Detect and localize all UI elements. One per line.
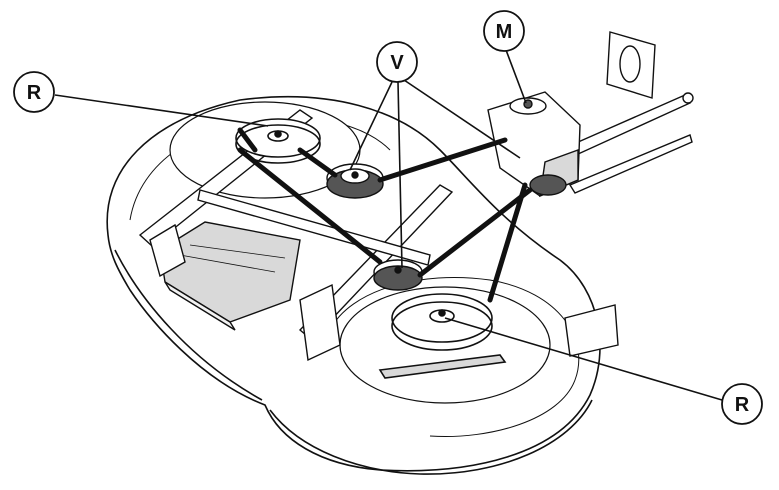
bracket-right-plate xyxy=(564,304,619,357)
discharge-chute xyxy=(159,221,301,331)
leader-M xyxy=(505,49,527,104)
callout-V-label: V xyxy=(390,52,404,74)
callout-M-label: M xyxy=(496,21,513,43)
gearbox-drive-pulley xyxy=(529,174,567,196)
leader-R-right xyxy=(444,317,723,401)
callout-V: V xyxy=(376,41,418,83)
spindle-pulleys xyxy=(235,118,507,379)
callout-R-left-label: R xyxy=(27,82,42,104)
callouts: R V M R xyxy=(13,10,763,425)
belt-segment-5 xyxy=(417,187,533,278)
belt-segment-6 xyxy=(237,127,258,153)
belt-segment-3 xyxy=(237,147,383,265)
callout-R-left: R xyxy=(13,71,55,113)
callout-R-right-label: R xyxy=(735,394,750,416)
deck-frame-rails xyxy=(138,31,656,362)
idler-pulleys xyxy=(326,163,423,291)
spindle-pulley-left xyxy=(235,118,321,164)
leader-V-1 xyxy=(349,81,393,171)
bracket-center xyxy=(299,283,341,362)
spindle-pulley-right xyxy=(391,293,493,351)
drive-belts xyxy=(237,127,533,303)
rail-rear xyxy=(197,189,431,266)
belt-segment-1 xyxy=(297,147,338,178)
callout-R-right: R xyxy=(721,383,763,425)
belt-segment-4 xyxy=(487,182,528,303)
blade-right xyxy=(378,354,507,379)
bracket-left xyxy=(149,223,186,278)
callout-leaders xyxy=(54,49,723,401)
chute-front xyxy=(164,281,236,331)
leader-V-2 xyxy=(397,81,403,269)
motor-gearbox xyxy=(487,91,581,198)
leader-V-3 xyxy=(403,79,521,159)
deck-skirt xyxy=(114,249,593,475)
leader-R-left xyxy=(54,94,269,127)
callout-M: M xyxy=(483,10,525,52)
belt-segment-2 xyxy=(377,137,508,183)
